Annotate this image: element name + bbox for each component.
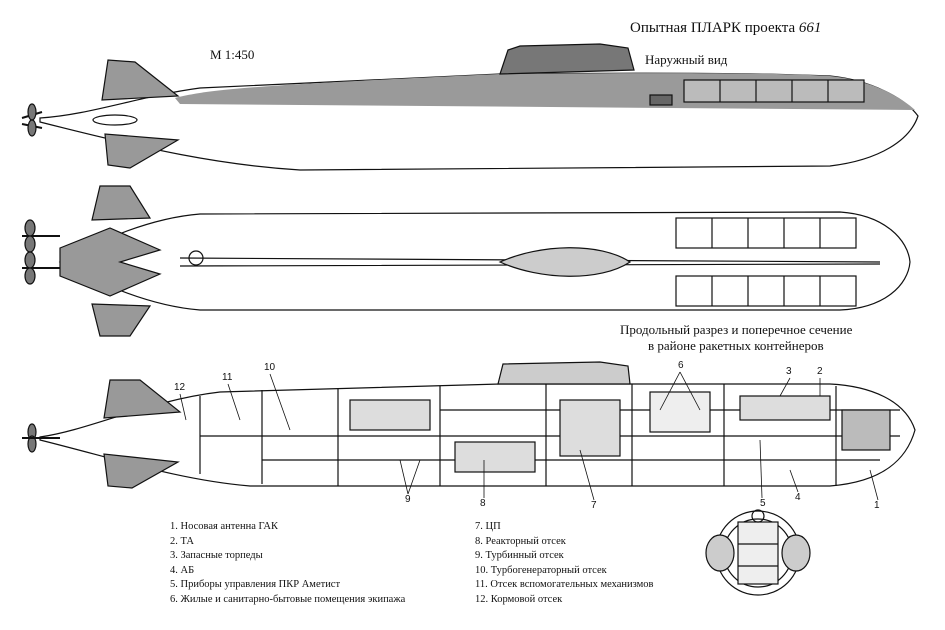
callout-6: 6 (678, 360, 684, 371)
legend-item: 1. Носовая антенна ГАК (170, 521, 279, 532)
callout-12: 12 (174, 382, 186, 393)
cross-section (705, 509, 811, 596)
legend-left: 1. Носовая антенна ГАК 2. ТА 3. Запасные… (170, 520, 405, 608)
side-view (21, 43, 919, 171)
callout-10: 10 (264, 362, 276, 373)
section-label-line2: в районе ракетных контейнеров (648, 338, 824, 353)
legend-right: 7. ЦП 8. Реакторный отсек 9. Турбинный о… (475, 520, 654, 608)
callout-9: 9 (405, 494, 411, 505)
legend-item: 6. Жилые и санитарно-бытовые помещения э… (170, 593, 406, 605)
legend-item: 11. Отсек вспомогательных механизмов (475, 579, 654, 591)
callout-2: 2 (817, 366, 823, 377)
legend-item: 12. Кормовой отсек (475, 593, 563, 605)
callout-8: 8 (480, 498, 486, 509)
drawing-title: Опытная ПЛАРК проекта 661 (630, 20, 821, 37)
legend-item: 4. АБ (170, 564, 195, 576)
legend-item: 9. Турбинный отсек (475, 550, 564, 562)
legend-item: 7. ЦП (475, 521, 501, 532)
legend-item: 5. Приборы управления ПКР Аметист (170, 579, 341, 591)
title-text: Опытная ПЛАРК проекта (630, 20, 796, 36)
callout-3: 3 (786, 366, 792, 377)
top-view (22, 185, 911, 337)
callout-11: 11 (222, 372, 233, 383)
callout-1: 1 (874, 500, 880, 511)
outer-view-label: Наружный вид (645, 52, 728, 67)
legend-item: 10. Турбогенераторный отсек (475, 564, 607, 576)
callouts (179, 371, 879, 501)
legend-item: 2. ТА (170, 535, 194, 547)
project-number: 661 (798, 20, 822, 36)
legend-item: 3. Запасные торпеды (170, 550, 263, 562)
scale-label: М 1:450 (210, 47, 255, 62)
section-label-line1: Продольный разрез и поперечное сечение (620, 322, 853, 337)
callout-4: 4 (795, 492, 801, 503)
section-view (22, 361, 916, 489)
legend-item: 8. Реакторный отсек (475, 535, 566, 547)
callout-7: 7 (591, 500, 597, 511)
callout-5: 5 (760, 498, 766, 509)
